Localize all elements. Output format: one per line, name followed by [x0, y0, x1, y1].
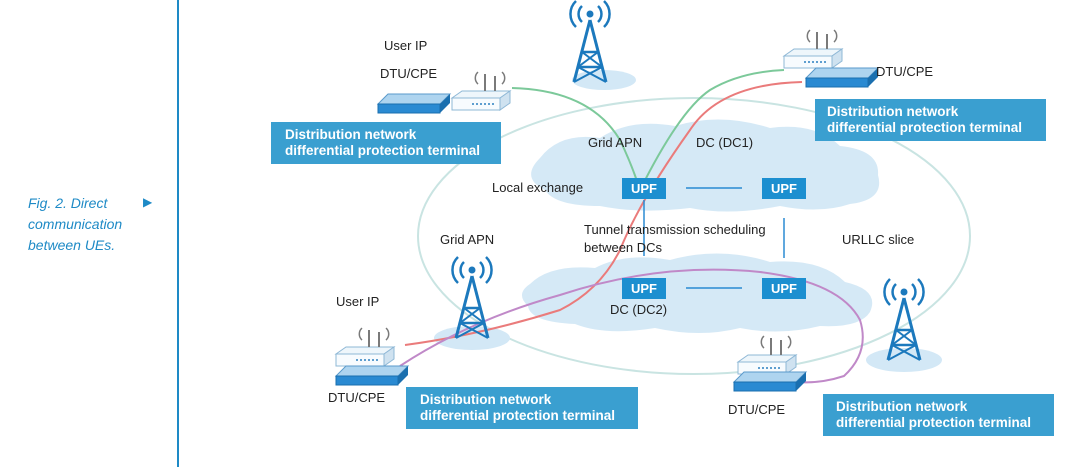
upf-dc2-left — [622, 278, 666, 299]
router-bottom-left-icon — [335, 327, 395, 367]
dtu-cpe-bottom-right-label: DTU/CPE — [728, 402, 785, 417]
dc-dc2-label: DC (DC2) — [610, 302, 667, 317]
dtu-top-left-icon — [377, 93, 451, 114]
caption-arrow-icon: ▶ — [143, 195, 153, 209]
dc-dc1-label: DC (DC1) — [696, 135, 753, 150]
upf-dc1-right — [762, 178, 806, 199]
upf-dc1-left-label: UPF — [631, 181, 657, 196]
user-ip-bottom-label: User IP — [336, 294, 379, 309]
divider-line — [177, 0, 179, 467]
terminal-box-top-left-line2: differential protection terminal — [285, 143, 480, 158]
urllc-slice-label: URLLC slice — [842, 232, 914, 247]
green-link-right — [639, 69, 785, 191]
tower-cloud-right — [866, 348, 942, 372]
terminal-box-top-right-line2: differential protection terminal — [827, 120, 1022, 135]
tunnel-label-line2: between DCs — [584, 240, 663, 255]
tower-cloud-left — [434, 326, 510, 350]
dtu-bottom-right-icon — [733, 371, 807, 392]
figure-caption: Fig. 2. Direct communication between UEs… — [28, 195, 123, 253]
cloud-dc2 — [521, 253, 873, 333]
dtu-cpe-bottom-left-label: DTU/CPE — [328, 390, 385, 405]
red-link — [404, 81, 803, 346]
router-bottom-right-icon — [737, 335, 797, 375]
local-exchange-label: Local exchange — [492, 180, 583, 195]
terminal-box-top-left-line1: Distribution network — [285, 127, 417, 142]
tower-top-icon — [568, 0, 612, 84]
green-link-left — [511, 87, 641, 191]
dtu-bottom-left-icon — [335, 365, 409, 386]
router-top-left-icon — [451, 71, 511, 111]
purple-link — [399, 268, 864, 384]
terminal-box-bottom-left-line1: Distribution network — [420, 392, 552, 407]
terminal-box-bottom-left — [406, 387, 638, 429]
terminal-box-top-left — [271, 122, 501, 164]
terminal-box-bottom-left-line2: differential protection terminal — [420, 408, 615, 423]
dtu-top-right-icon — [805, 67, 879, 88]
upf-dc2-left-label: UPF — [631, 281, 657, 296]
terminal-box-bottom-right-line2: differential protection terminal — [836, 415, 1031, 430]
terminal-box-bottom-right — [823, 394, 1054, 436]
upf-dc2-right-label: UPF — [771, 281, 797, 296]
upf-dc2-right — [762, 278, 806, 299]
grid-apn-left-label: Grid APN — [440, 232, 494, 247]
urllc-slice-ellipse — [417, 97, 971, 375]
terminal-box-top-right-line1: Distribution network — [827, 104, 959, 119]
upf-dc1-left — [622, 178, 666, 199]
terminal-box-top-right — [815, 99, 1046, 141]
tunnel-label-line1: Tunnel transmission scheduling — [584, 222, 766, 237]
upf-dc1-right-label: UPF — [771, 181, 797, 196]
grid-apn-top-label: Grid APN — [588, 135, 642, 150]
tower-right-icon — [882, 277, 926, 362]
terminal-box-bottom-right-line1: Distribution network — [836, 399, 968, 414]
user-ip-top-label: User IP — [384, 38, 427, 53]
dtu-cpe-top-left-label: DTU/CPE — [380, 66, 437, 81]
dtu-cpe-top-right-label: DTU/CPE — [876, 64, 933, 79]
router-top-right-icon — [783, 29, 843, 69]
